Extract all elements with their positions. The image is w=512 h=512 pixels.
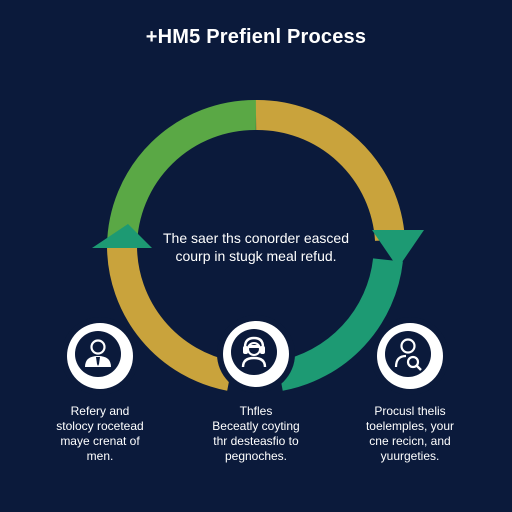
step-1-line-1: Refery and xyxy=(70,404,130,418)
person-search-icon xyxy=(394,338,422,371)
center-caption: The saer ths conorder easced courp in st… xyxy=(156,229,356,265)
cycle-arc-gold-top xyxy=(255,99,405,242)
step-3-description: Procusl thelis toelemples, your cne reci… xyxy=(340,404,480,464)
step-2-line-1: Thfles xyxy=(239,404,273,418)
cycle-arrow-right xyxy=(372,230,424,268)
worker-headset-icon xyxy=(241,336,267,368)
person-tie-icon xyxy=(85,339,111,367)
step-1-line-2: stolocy rocetead xyxy=(56,419,144,433)
step-2-line-3: thr desteasfio to xyxy=(213,434,299,448)
cycle-arc-gold-bottom xyxy=(107,245,234,391)
center-caption-line-2: courp in stugk meal refud. xyxy=(175,248,337,264)
cycle-arrow-left xyxy=(92,224,152,248)
step-2-description: Thfles Beceatly coyting thr desteasfio t… xyxy=(186,404,326,464)
step-3-line-1: Procusl thelis xyxy=(374,404,446,418)
step-2-line-2: Beceatly coyting xyxy=(212,419,300,433)
step-2-line-4: pegnoches. xyxy=(224,449,288,463)
step-3-icon-badge xyxy=(377,323,443,389)
step-1-description: Refery and stolocy rocetead maye crenat … xyxy=(30,404,170,464)
step-1-icon-badge xyxy=(67,323,133,389)
cycle-arc-teal xyxy=(276,257,403,391)
step-1-line-3: maye crenat of xyxy=(60,434,140,448)
step-2-icon-badge xyxy=(223,321,289,387)
step-3-line-4: yuurgeties. xyxy=(380,449,440,463)
cycle-arc-green xyxy=(107,99,257,247)
page-title: +HM5 Prefienl Process xyxy=(145,26,367,48)
step-1-line-4: men. xyxy=(86,449,114,463)
step-3-line-2: toelemples, your xyxy=(365,419,455,433)
center-caption-line-1: The saer ths conorder easced xyxy=(163,230,349,246)
step-3-line-3: cne recicn, and xyxy=(369,434,451,448)
